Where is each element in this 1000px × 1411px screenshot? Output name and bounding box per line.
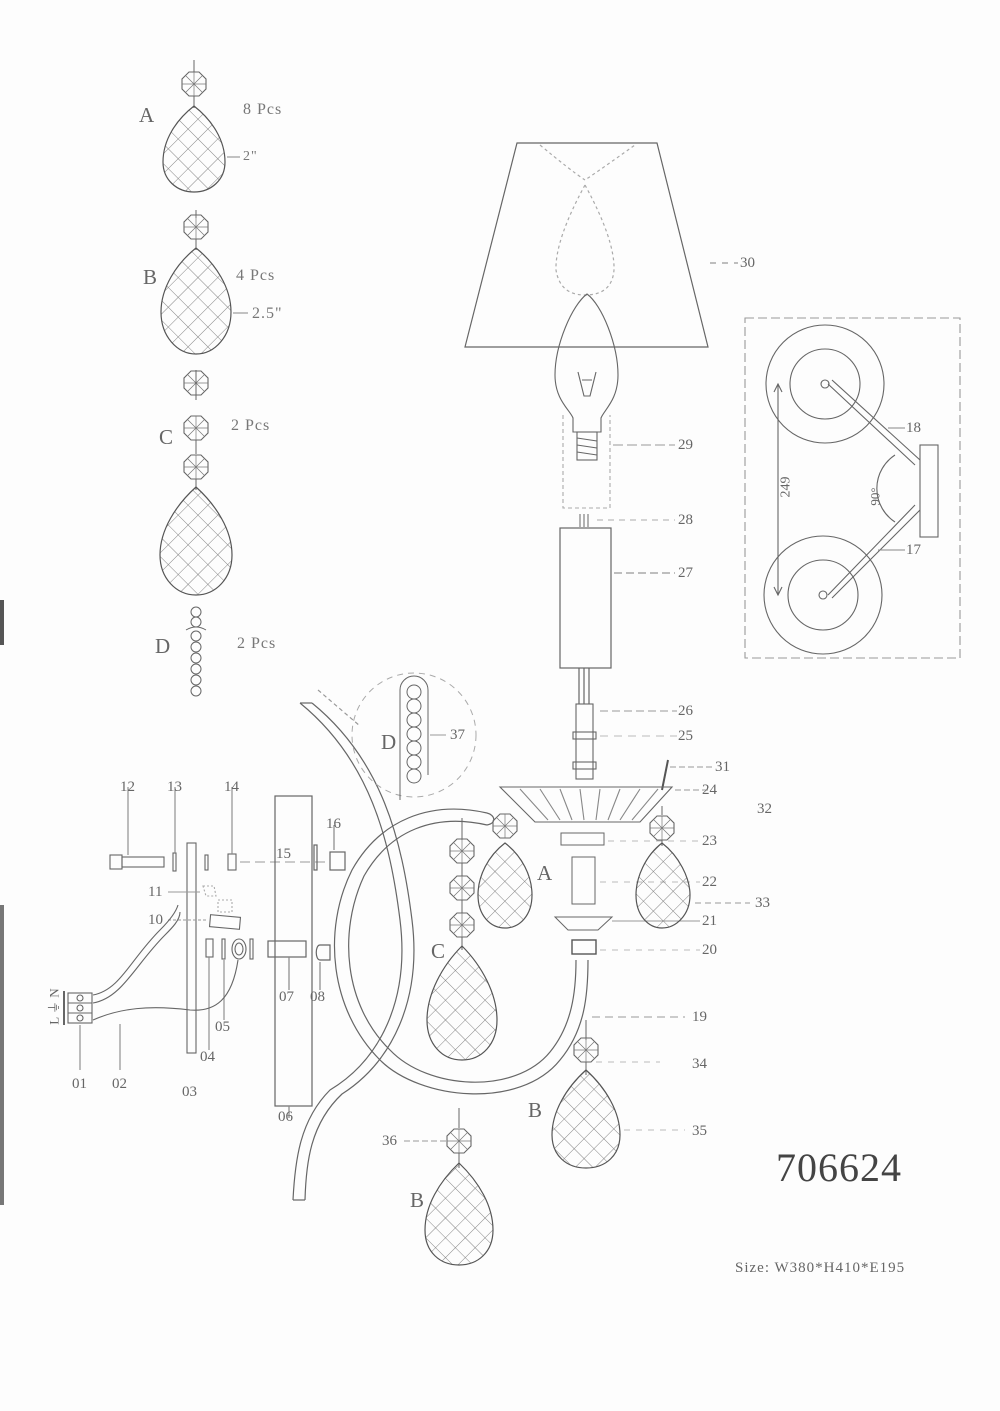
crystal-b-illustration	[160, 210, 248, 396]
size-spec: Size: W380*H410*E195	[735, 1260, 906, 1276]
crystal-a-right	[635, 806, 750, 929]
crystal-c-center	[426, 818, 498, 1061]
part-label-25: 25	[678, 728, 693, 744]
part-label-04: 04	[200, 1049, 215, 1065]
crystal-b-right	[551, 1016, 685, 1169]
crystal-c-illustration	[159, 370, 233, 596]
part-label-37: 37	[450, 727, 465, 743]
terminal-ground: ⏚	[46, 1000, 62, 1014]
legend-dimension-b: 2.5"	[252, 305, 283, 322]
part-label-07: 07	[279, 989, 294, 1005]
part-label-32: 32	[757, 801, 772, 817]
legend-letter-d: D	[155, 634, 171, 658]
part-label-21: 21	[702, 913, 717, 929]
part-label-24: 24	[702, 782, 717, 798]
part-label-23: 23	[702, 833, 717, 849]
part-label-13: 13	[167, 779, 182, 795]
bobeche	[498, 786, 710, 823]
part-label-28: 28	[678, 512, 693, 528]
legend-letter-a: A	[139, 103, 155, 127]
scan-edge-mark	[0, 905, 4, 1205]
legend-letter-c: C	[159, 425, 174, 449]
assembly-letter-b-bottom: B	[410, 1188, 425, 1212]
part-label-03: 03	[182, 1084, 197, 1100]
part-label-35: 35	[692, 1123, 707, 1139]
assembly-letter-b-right: B	[528, 1098, 543, 1122]
part-label-02: 02	[112, 1076, 127, 1092]
part-label-36: 36	[382, 1133, 397, 1149]
part-label-19: 19	[692, 1009, 707, 1025]
wall-canopy	[267, 795, 346, 1118]
detail-callout-d	[351, 672, 477, 800]
part-label-14: 14	[224, 779, 239, 795]
inset-dimension-249: 249	[778, 476, 794, 498]
part-label-30: 30	[740, 255, 755, 271]
part-label-15: 15	[276, 846, 291, 862]
part-label-31: 31	[715, 759, 730, 775]
decorative-arms	[292, 689, 589, 1201]
terminal-l: L	[46, 1017, 62, 1025]
part-label-33: 33	[755, 895, 770, 911]
part-label-22: 22	[702, 874, 717, 890]
legend-dimension-a: 2"	[243, 149, 258, 164]
inset-angle-90: 90°	[867, 487, 883, 506]
legend-quantity-c: 2 Pcs	[231, 417, 271, 434]
terminal-marks: L ⏚ N	[46, 988, 62, 1025]
part-label-11: 11	[148, 884, 163, 900]
top-view-inset	[744, 317, 961, 659]
legend-quantity-d: 2 Pcs	[237, 635, 277, 652]
legend-letter-b: B	[143, 265, 158, 289]
part-label-05: 05	[215, 1019, 230, 1035]
lampshade	[464, 142, 738, 348]
part-label-08: 08	[310, 989, 325, 1005]
candle-bulb	[554, 293, 675, 509]
part-label-27: 27	[678, 565, 693, 581]
part-label-20: 20	[702, 942, 717, 958]
socket-tube	[572, 703, 677, 780]
crystal-d-illustration	[185, 606, 207, 697]
scan-edge-mark	[0, 600, 4, 645]
terminal-n: N	[46, 988, 62, 998]
part-label-06: 06	[278, 1109, 293, 1125]
candle-sleeve	[559, 527, 675, 704]
part-label-34: 34	[692, 1056, 707, 1072]
crystal-a-center	[477, 813, 533, 929]
detail-letter-d: D	[381, 730, 397, 754]
legend-quantity-b: 4 Pcs	[236, 267, 276, 284]
part-label-10: 10	[148, 912, 163, 928]
part-label-29: 29	[678, 437, 693, 453]
part-label-18: 18	[906, 420, 921, 436]
backplate-assembly	[63, 787, 330, 1070]
part-label-17: 17	[906, 542, 921, 558]
part-label-16: 16	[326, 816, 341, 832]
part-label-12: 12	[120, 779, 135, 795]
crystal-b-bottom	[404, 1108, 494, 1266]
model-number: 706624	[776, 1145, 902, 1190]
part-label-01: 01	[72, 1076, 87, 1092]
part-label-26: 26	[678, 703, 693, 719]
legend-quantity-a: 8 Pcs	[243, 101, 283, 118]
assembly-letter-c: C	[431, 939, 446, 963]
crystal-a-illustration	[162, 60, 240, 193]
assembly-letter-a: A	[537, 861, 553, 885]
